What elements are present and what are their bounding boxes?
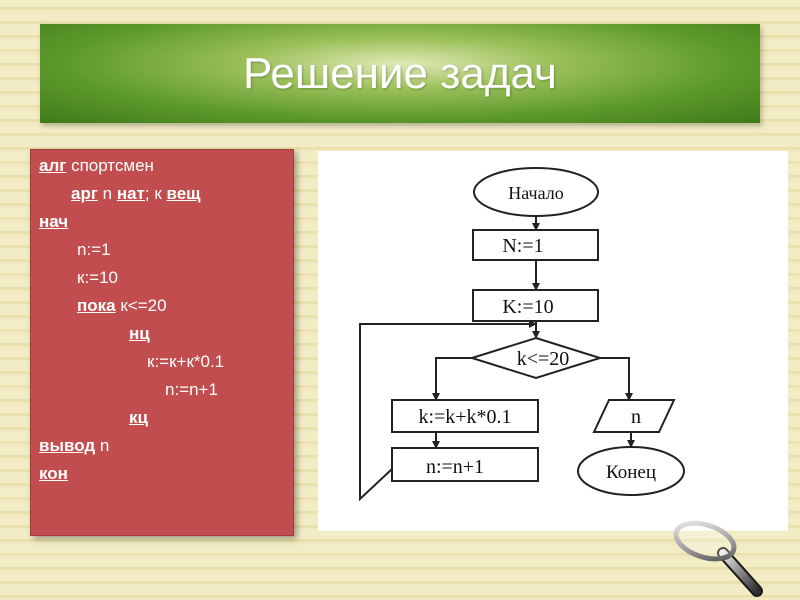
n-init-label: N:=1 xyxy=(502,235,543,257)
code-panel: алг спортсмен арг n нат; к вещ нач n:=1 … xyxy=(30,149,294,536)
output-var: n xyxy=(95,436,110,455)
output-label: n xyxy=(631,406,641,428)
code-line-8: к:=к+к*0.1 xyxy=(147,352,225,371)
k-update-box xyxy=(391,399,539,433)
keyword-poka: пока xyxy=(77,296,116,315)
end-label: Конец xyxy=(606,462,656,483)
condition-diamond xyxy=(468,336,604,380)
code-line-1: алг спортсмен xyxy=(39,156,154,176)
start-label: Начало xyxy=(508,183,563,203)
arrow-cond-no xyxy=(600,357,633,401)
arrow-cond-yes xyxy=(432,357,472,401)
title-bar: Решение задач xyxy=(40,24,760,123)
arg-separator: ; к xyxy=(144,184,167,203)
code-line-9: n:=n+1 xyxy=(165,380,218,399)
code-line-10: кц xyxy=(129,408,148,428)
keyword-vesh: вещ xyxy=(166,184,201,203)
keyword-nc: нц xyxy=(129,324,150,343)
algorithm-name: спортсмен xyxy=(66,156,154,175)
keyword-nat: нат xyxy=(116,184,145,203)
code-line-4: n:=1 xyxy=(77,240,111,259)
k-update-label: k:=k+k*0.1 xyxy=(418,406,511,428)
loop-condition: к<=20 xyxy=(115,296,167,315)
flowchart: Начало N:=1 K:=10 k<=20 k:=k+k*0.1 n:=n+… xyxy=(359,167,685,502)
keyword-nach: нач xyxy=(39,212,69,231)
code-line-7: нц xyxy=(129,324,150,344)
arg-name: n xyxy=(97,184,117,203)
flowchart-panel: Начало N:=1 K:=10 k<=20 k:=k+k*0.1 n:=n+… xyxy=(318,151,788,531)
keyword-kc: кц xyxy=(129,408,148,427)
keyword-arg: арг xyxy=(71,184,98,203)
n-update-box xyxy=(391,447,539,482)
loop-back-arrow xyxy=(359,320,537,502)
keyword-alg: алг xyxy=(39,156,67,175)
code-line-6: пока к<=20 xyxy=(77,296,167,316)
code-line-5: к:=10 xyxy=(77,268,118,287)
code-line-3: нач xyxy=(39,212,68,232)
n-update-label: n:=n+1 xyxy=(426,456,484,478)
code-line-11: вывод n xyxy=(39,436,109,456)
condition-label: k<=20 xyxy=(517,348,570,370)
output-parallelogram xyxy=(592,399,676,433)
slide-title: Решение задач xyxy=(243,48,557,98)
keyword-vyvod: вывод xyxy=(39,436,96,455)
code-line-12: кон xyxy=(39,464,68,484)
code-line-2: арг n нат; к вещ xyxy=(71,184,201,204)
end-terminal xyxy=(577,446,685,496)
k-init-label: K:=10 xyxy=(502,296,553,318)
keyword-kon: кон xyxy=(39,464,68,483)
